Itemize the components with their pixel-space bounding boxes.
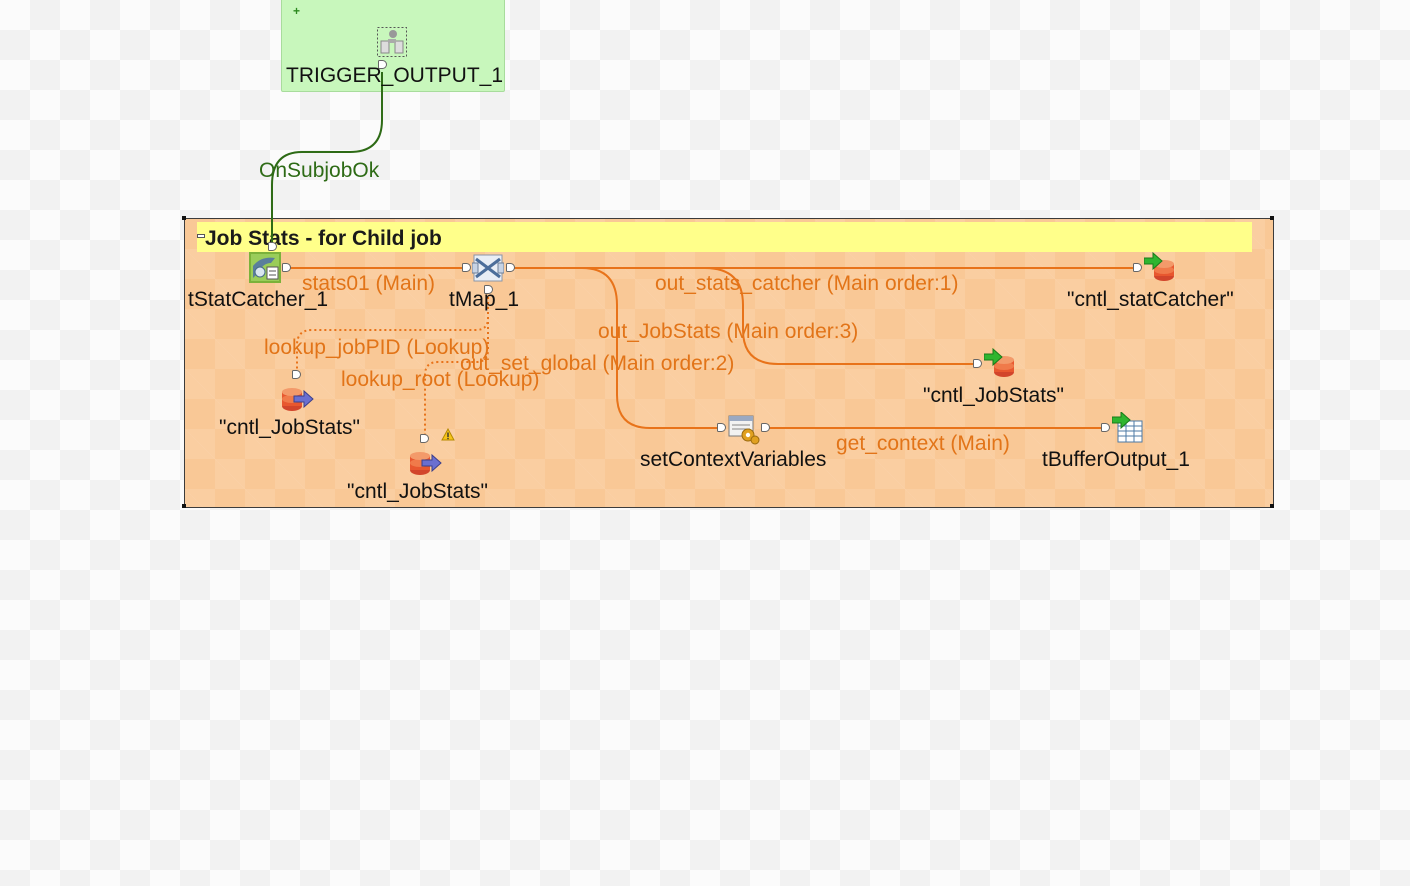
get-context-label[interactable]: get_context (Main): [836, 432, 1010, 455]
statcatcher-trigger-port[interactable]: [268, 242, 277, 251]
db-input-icon[interactable]: [280, 382, 314, 412]
out-set-global-label[interactable]: out_set_global (Main order:2): [460, 352, 735, 375]
setcontext-output-port[interactable]: [761, 423, 770, 432]
db-output-icon[interactable]: [984, 348, 1016, 378]
stat-catcher-icon[interactable]: [249, 252, 281, 283]
out-set-global-link: [514, 267, 720, 429]
lookup-root-link: [424, 292, 489, 438]
out-jobstats-link: [514, 267, 978, 365]
db-input-icon[interactable]: [408, 446, 442, 476]
tmap-label: tMap_1: [449, 288, 520, 311]
tmap-icon[interactable]: [472, 253, 504, 283]
trigger-output-label: TRIGGER_OUTPUT_1: [286, 64, 504, 87]
onsubjobok-label[interactable]: OnSubjobOk: [259, 159, 380, 182]
jobstats-db-input-port[interactable]: [973, 359, 982, 368]
out-jobstats-label[interactable]: out_JobStats (Main order:3): [598, 320, 859, 343]
selection-corner[interactable]: [1270, 504, 1274, 508]
db-output-icon[interactable]: [1144, 252, 1176, 282]
lookup-root-label[interactable]: lookup_root (Lookup): [341, 368, 540, 391]
jobpid-db-output-port[interactable]: [292, 370, 301, 379]
context-icon[interactable]: [728, 413, 760, 445]
tmap-input-port[interactable]: [462, 263, 471, 272]
expand-plus-icon[interactable]: +: [293, 4, 301, 18]
subjob-header[interactable]: Job Stats - for Child job: [197, 222, 1252, 252]
trigger-output-icon[interactable]: [377, 27, 407, 59]
selection-corner[interactable]: [182, 216, 186, 220]
tstatcatcher-label: tStatCatcher_1: [188, 288, 329, 311]
root-db-output-port[interactable]: [420, 434, 429, 443]
onsubjobok-link: [271, 72, 383, 244]
selection-corner[interactable]: [182, 504, 186, 508]
cntl-jobstats-output-label: "cntl_JobStats": [923, 384, 1064, 407]
tmap-output-port[interactable]: [506, 263, 515, 272]
buffer-output-icon[interactable]: [1112, 412, 1144, 444]
tbufferoutput-label: tBufferOutput_1: [1042, 448, 1190, 471]
tmap-lookup-port[interactable]: [484, 285, 493, 294]
statcatcher-db-input-port[interactable]: [1133, 263, 1142, 272]
cntl-statcatcher-label: "cntl_statCatcher": [1067, 288, 1234, 311]
trigger-port[interactable]: [378, 60, 387, 69]
setcontextvariables-label: setContextVariables: [640, 448, 827, 471]
collapse-minus-icon[interactable]: [197, 234, 205, 238]
out-stats-catcher-label[interactable]: out_stats_catcher (Main order:1): [655, 272, 959, 295]
selection-corner[interactable]: [1270, 216, 1274, 220]
setcontext-input-port[interactable]: [717, 423, 726, 432]
buffer-input-port[interactable]: [1101, 423, 1110, 432]
trigger-subjob[interactable]: +: [281, 0, 505, 92]
cntl-jobstats-jobpid-label: "cntl_JobStats": [219, 416, 360, 439]
cntl-jobstats-root-label: "cntl_JobStats": [347, 480, 488, 503]
stats01-label[interactable]: stats01 (Main): [302, 272, 436, 295]
statcatcher-output-port[interactable]: [282, 263, 291, 272]
warning-icon[interactable]: [441, 428, 455, 441]
lookup-jobpid-label[interactable]: lookup_jobPID (Lookup): [264, 336, 490, 359]
subjob-title: Job Stats - for Child job: [205, 227, 442, 250]
